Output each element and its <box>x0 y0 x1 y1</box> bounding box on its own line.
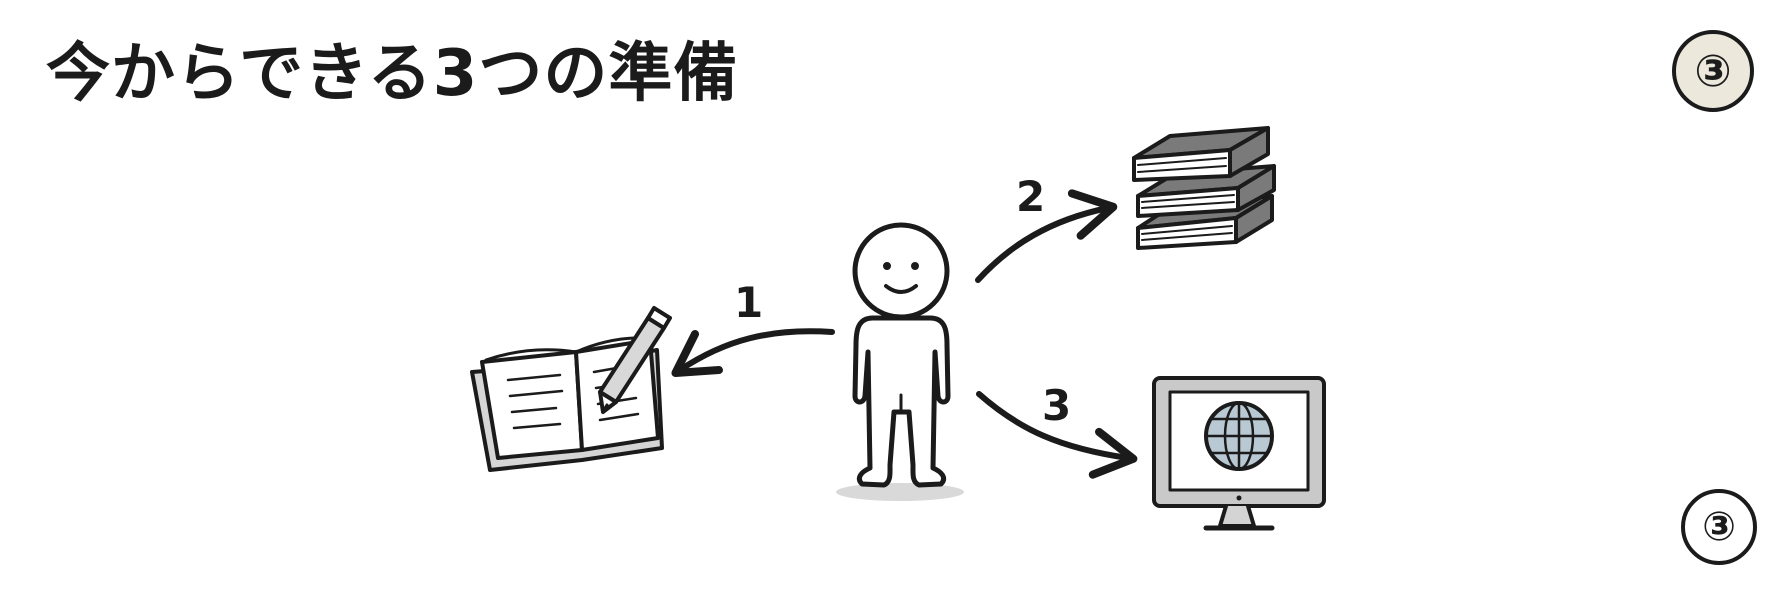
notebook-pencil-icon <box>470 306 672 472</box>
step-badge-top: ③ <box>1672 30 1754 112</box>
step-badge-bottom: ③ <box>1681 489 1757 565</box>
arrow-to-computer <box>976 391 1138 479</box>
page-title: 今からできる3つの準備 <box>46 37 739 111</box>
arrow-to-books <box>975 189 1118 283</box>
step-number-3: 3 <box>1042 381 1071 430</box>
person-icon <box>836 222 964 501</box>
arrow-to-notebook <box>671 328 835 378</box>
step-number-1: 1 <box>734 278 763 327</box>
books-stack-icon <box>1132 126 1276 250</box>
computer-globe-icon <box>1152 376 1326 531</box>
person-shadow <box>836 483 964 501</box>
step-number-2: 2 <box>1016 172 1045 221</box>
